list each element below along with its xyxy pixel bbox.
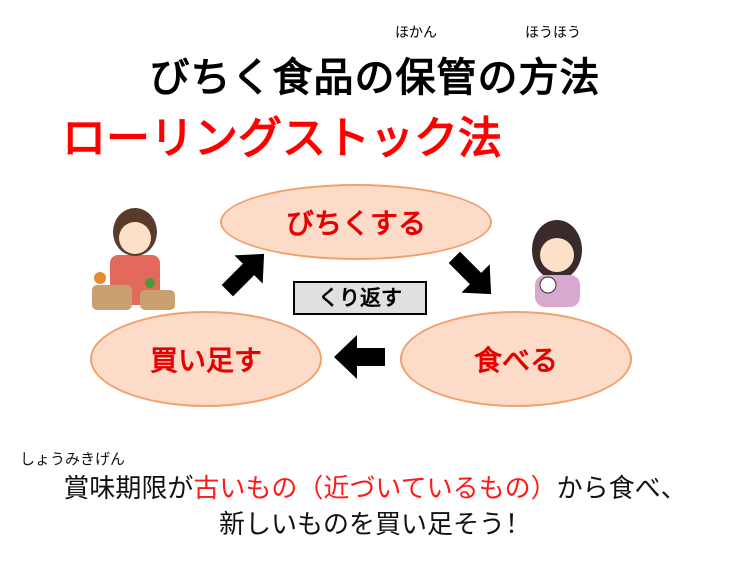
ruby-houhou: ほうほう <box>525 25 581 41</box>
eater-illustration-icon <box>532 220 582 307</box>
arrow-down-right-icon <box>448 251 492 295</box>
cycle-eat-label: 食べる <box>473 344 558 377</box>
arrow-left-icon <box>334 335 385 379</box>
repeat-label: くり返す <box>293 281 427 315</box>
note-line-2: 新しいものを買い足そう！ <box>218 510 531 540</box>
note-text: 賞味期限が <box>63 474 194 504</box>
cycle-stock: びちくする <box>220 184 492 260</box>
title-part: 保管 <box>395 55 478 101</box>
note-line-1: 賞味期限が古いもの（近づいているもの）から食べ、 <box>0 468 750 505</box>
cycle-eat: 食べる <box>400 311 632 407</box>
title-part: びちく食品の <box>149 55 396 101</box>
ruby-shoumikigen: しょうみきげん <box>20 450 126 468</box>
note-highlight: 古いもの（近づいているもの） <box>193 474 557 504</box>
ruby-hokan: ほかん <box>395 25 437 41</box>
title-part: の <box>477 55 519 101</box>
shopper-illustration-icon <box>92 208 175 310</box>
title-part: 方法 <box>518 55 601 101</box>
cycle-stock-label: びちくする <box>285 207 426 240</box>
arrow-up-right-icon <box>221 253 265 297</box>
cycle-buy: 買い足す <box>90 311 322 407</box>
page-title: びちく食品の保管の方法 <box>0 45 750 103</box>
subtitle: ローリングストック法 <box>62 113 502 164</box>
cycle-buy-label: 買い足す <box>149 344 262 377</box>
note-text: から食べ、 <box>556 474 687 504</box>
